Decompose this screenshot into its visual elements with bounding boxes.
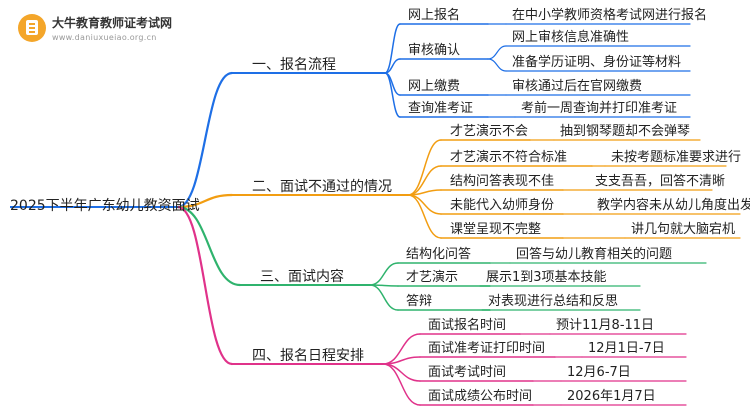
logo-url: www.daniuxueiao.org.cn — [52, 33, 157, 42]
branch-2-child-link-5 — [407, 194, 442, 239]
branch-4-detail-3-1: 12月6-7日 — [567, 365, 631, 380]
site-logo: 大牛教育教师证考试网 www.daniuxueiao.org.cn — [18, 14, 172, 48]
branch-4-child-link-1 — [382, 333, 421, 365]
branch-4-child-4: 面试成绩公布时间 — [428, 389, 533, 404]
branch-1-detail-4-1: 考前一周查询并打印准考证 — [521, 101, 678, 116]
branch-2-child-4: 未能代入幼师身份 — [450, 198, 555, 213]
branch-4-child-link-3 — [382, 363, 421, 382]
branch-2-child-1: 才艺演示不会 — [450, 124, 529, 139]
branch-3-detail-3-1: 对表现进行总结和反思 — [488, 294, 619, 309]
branch-1-child-1: 网上报名 — [408, 8, 461, 23]
branch-3-child-link-3 — [369, 284, 399, 311]
branch-2-detail-2-1: 未按考题标准要求进行 — [611, 150, 742, 165]
branch-4-child-link-4 — [382, 363, 421, 406]
branch-1-detail-link-2-2 — [487, 58, 507, 72]
branch-1-child-2: 审核确认 — [408, 43, 461, 58]
branch-1-detail-link-2-1 — [487, 45, 507, 60]
branch-2-detail-5-1: 讲几句就大脑宕机 — [631, 222, 736, 237]
branch-link-2 — [176, 193, 234, 209]
branch-4-detail-1-1: 预计11月8-11日 — [556, 318, 655, 333]
branch-title-1: 一、报名流程 — [252, 57, 336, 73]
mindmap-root: 2025下半年广东幼儿教资面试 — [10, 198, 200, 214]
branch-1-child-4: 查询准考证 — [408, 101, 474, 116]
branch-2-detail-1-1: 抽到钢琴题却不会弹琴 — [560, 124, 691, 139]
branch-2-detail-4-1: 教学内容未从幼儿角度出发 — [597, 198, 750, 213]
branch-4-child-2: 面试准考证打印时间 — [428, 341, 546, 356]
branch-1-detail-2-2: 准备学历证明、身份证等材料 — [512, 55, 682, 70]
branch-3-child-link-1 — [369, 262, 399, 286]
branch-1-detail-1-1: 在中小学教师资格考试网进行报名 — [512, 8, 708, 23]
branch-link-1 — [176, 71, 234, 209]
branch-title-3: 三、面试内容 — [260, 269, 344, 285]
branch-4-child-link-2 — [382, 356, 421, 365]
branch-4-detail-4-1: 2026年1月7日 — [567, 389, 656, 404]
branch-3-child-1: 结构化问答 — [406, 247, 472, 262]
branch-1-detail-2-1: 网上审核信息准确性 — [512, 30, 630, 45]
branch-3-child-3: 答辩 — [406, 294, 433, 309]
branch-2-child-link-4 — [407, 194, 442, 215]
branch-3-detail-1-1: 回答与幼儿教育相关的问题 — [516, 247, 673, 262]
branch-4-detail-2-1: 12月1日-7日 — [588, 341, 665, 356]
branch-link-4 — [176, 205, 234, 366]
branch-3-detail-2-1: 展示1到3项基本技能 — [486, 270, 607, 285]
branch-1-child-link-1 — [384, 23, 401, 74]
branch-2-child-5: 课堂呈现不完整 — [450, 222, 542, 237]
branch-2-child-3: 结构问答表现不佳 — [450, 174, 555, 189]
branch-4-child-1: 面试报名时间 — [428, 318, 507, 333]
branch-link-3 — [176, 205, 242, 287]
branch-1-detail-3-1: 审核通过后在官网缴费 — [512, 79, 643, 94]
branch-4-child-3: 面试考试时间 — [428, 365, 507, 380]
branch-2-child-2: 才艺演示不符合标准 — [450, 150, 568, 165]
branch-3-child-2: 才艺演示 — [406, 270, 459, 285]
branch-title-4: 四、报名日程安排 — [252, 348, 364, 364]
branch-2-detail-3-1: 支支吾吾，回答不清晰 — [595, 174, 726, 189]
book-icon — [18, 14, 46, 42]
branch-title-2: 二、面试不通过的情况 — [252, 179, 392, 195]
logo-name: 大牛教育教师证考试网 — [52, 16, 173, 30]
branch-1-child-link-4 — [384, 72, 401, 118]
branch-1-child-3: 网上缴费 — [408, 79, 461, 94]
